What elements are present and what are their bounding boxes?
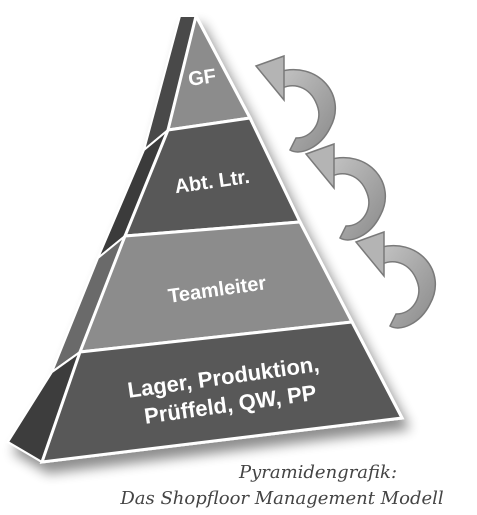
- pyramid: [6, 11, 405, 464]
- caption-line-1: Pyramidengrafik:: [238, 462, 397, 483]
- curved-arrow-icon: [304, 142, 386, 241]
- feedback-arrows: [254, 54, 436, 329]
- level-label-gf: GF: [187, 65, 218, 91]
- curved-arrow-icon: [354, 230, 436, 329]
- curved-arrow-icon: [254, 54, 336, 153]
- caption-line-2: Das Shopfloor Management Modell: [119, 488, 444, 509]
- level-base: [39, 320, 405, 464]
